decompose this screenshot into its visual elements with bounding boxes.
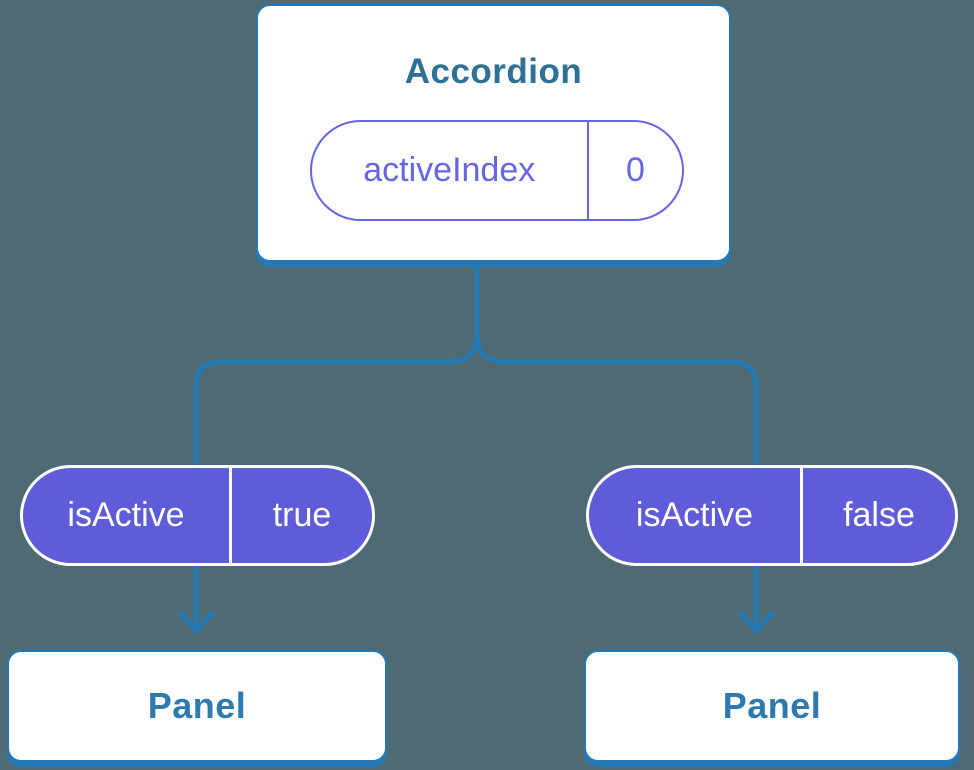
prop-pill-right: isActive false [586, 465, 958, 566]
arrowhead-right-icon [737, 610, 775, 634]
panel-node-right: Panel [584, 650, 960, 762]
state-name: activeIndex [363, 151, 536, 189]
accordion-node: Accordion activeIndex 0 [256, 4, 731, 262]
pill-divider [586, 122, 589, 219]
panel-node-left: Panel [7, 650, 387, 762]
branch-right-line [474, 259, 759, 632]
arrowhead-left-icon [177, 610, 215, 634]
prop-name: isActive [67, 496, 185, 534]
state-pill: activeIndex 0 [310, 120, 684, 221]
prop-pill-left: isActive true [20, 465, 375, 566]
state-value: 0 [626, 151, 645, 189]
accordion-title: Accordion [404, 52, 583, 91]
branch-left-line [193, 259, 480, 632]
prop-value: false [843, 496, 915, 534]
pill-divider [229, 468, 232, 563]
prop-value: true [272, 496, 332, 534]
pill-divider [800, 468, 803, 563]
prop-name: isActive [635, 496, 754, 534]
